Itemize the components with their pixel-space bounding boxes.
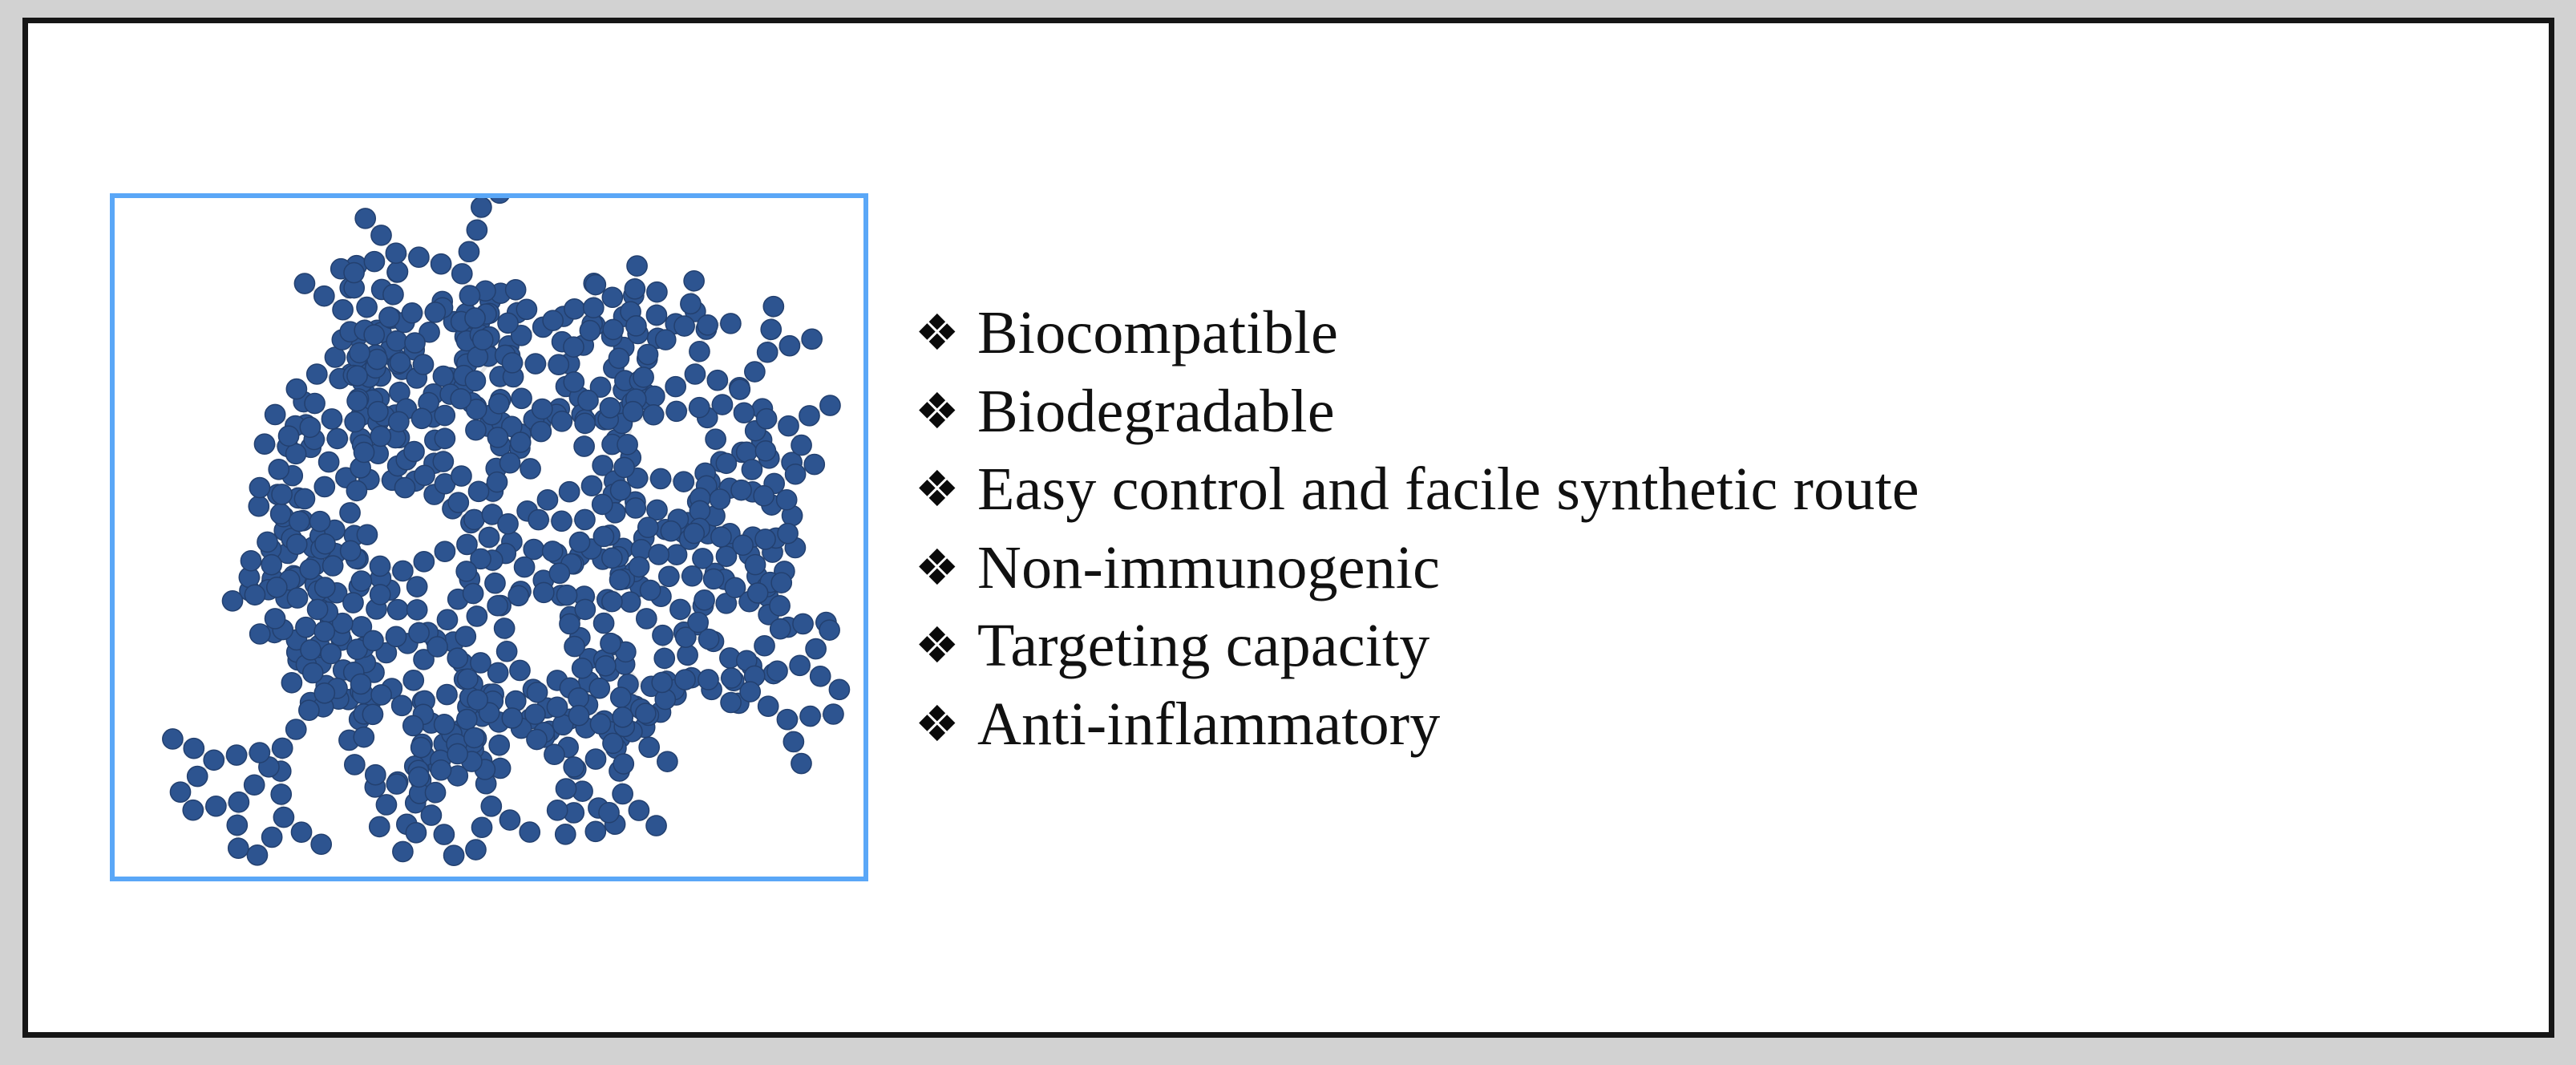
benefit-label-easy-control: Easy control and facile synthetic route	[977, 456, 1919, 523]
diamond-bullet-icon: ❖	[915, 616, 960, 674]
slide-frame: ❖ Biocompatible ❖ Biodegradable ❖ Easy c…	[22, 18, 2554, 1038]
diamond-bullet-icon: ❖	[915, 694, 960, 753]
diamond-bullet-icon: ❖	[915, 460, 960, 518]
benefit-label-biodegradable: Biodegradable	[977, 377, 1335, 445]
list-item: ❖ Biodegradable	[915, 381, 2478, 460]
diamond-bullet-icon: ❖	[915, 381, 960, 440]
dendrimer-diagram	[162, 198, 851, 866]
diamond-bullet-icon: ❖	[915, 303, 960, 362]
list-item: ❖ Anti-inflammatory	[915, 694, 2478, 772]
dendrimer-figure	[110, 193, 868, 881]
list-item: ❖ Easy control and facile synthetic rout…	[915, 459, 2478, 537]
content-area: ❖ Biocompatible ❖ Biodegradable ❖ Easy c…	[28, 23, 2549, 1032]
benefit-label-targeting-capacity: Targeting capacity	[977, 612, 1430, 679]
list-item: ❖ Targeting capacity	[915, 615, 2478, 694]
benefit-label-anti-inflammatory: Anti-inflammatory	[977, 690, 1441, 758]
benefit-label-biocompatible: Biocompatible	[977, 299, 1339, 366]
list-item: ❖ Non-immunogenic	[915, 537, 2478, 616]
benefits-list: ❖ Biocompatible ❖ Biodegradable ❖ Easy c…	[915, 302, 2478, 771]
benefit-label-non-immunogenic: Non-immunogenic	[977, 533, 1441, 601]
list-item: ❖ Biocompatible	[915, 302, 2478, 381]
diamond-bullet-icon: ❖	[915, 537, 960, 597]
